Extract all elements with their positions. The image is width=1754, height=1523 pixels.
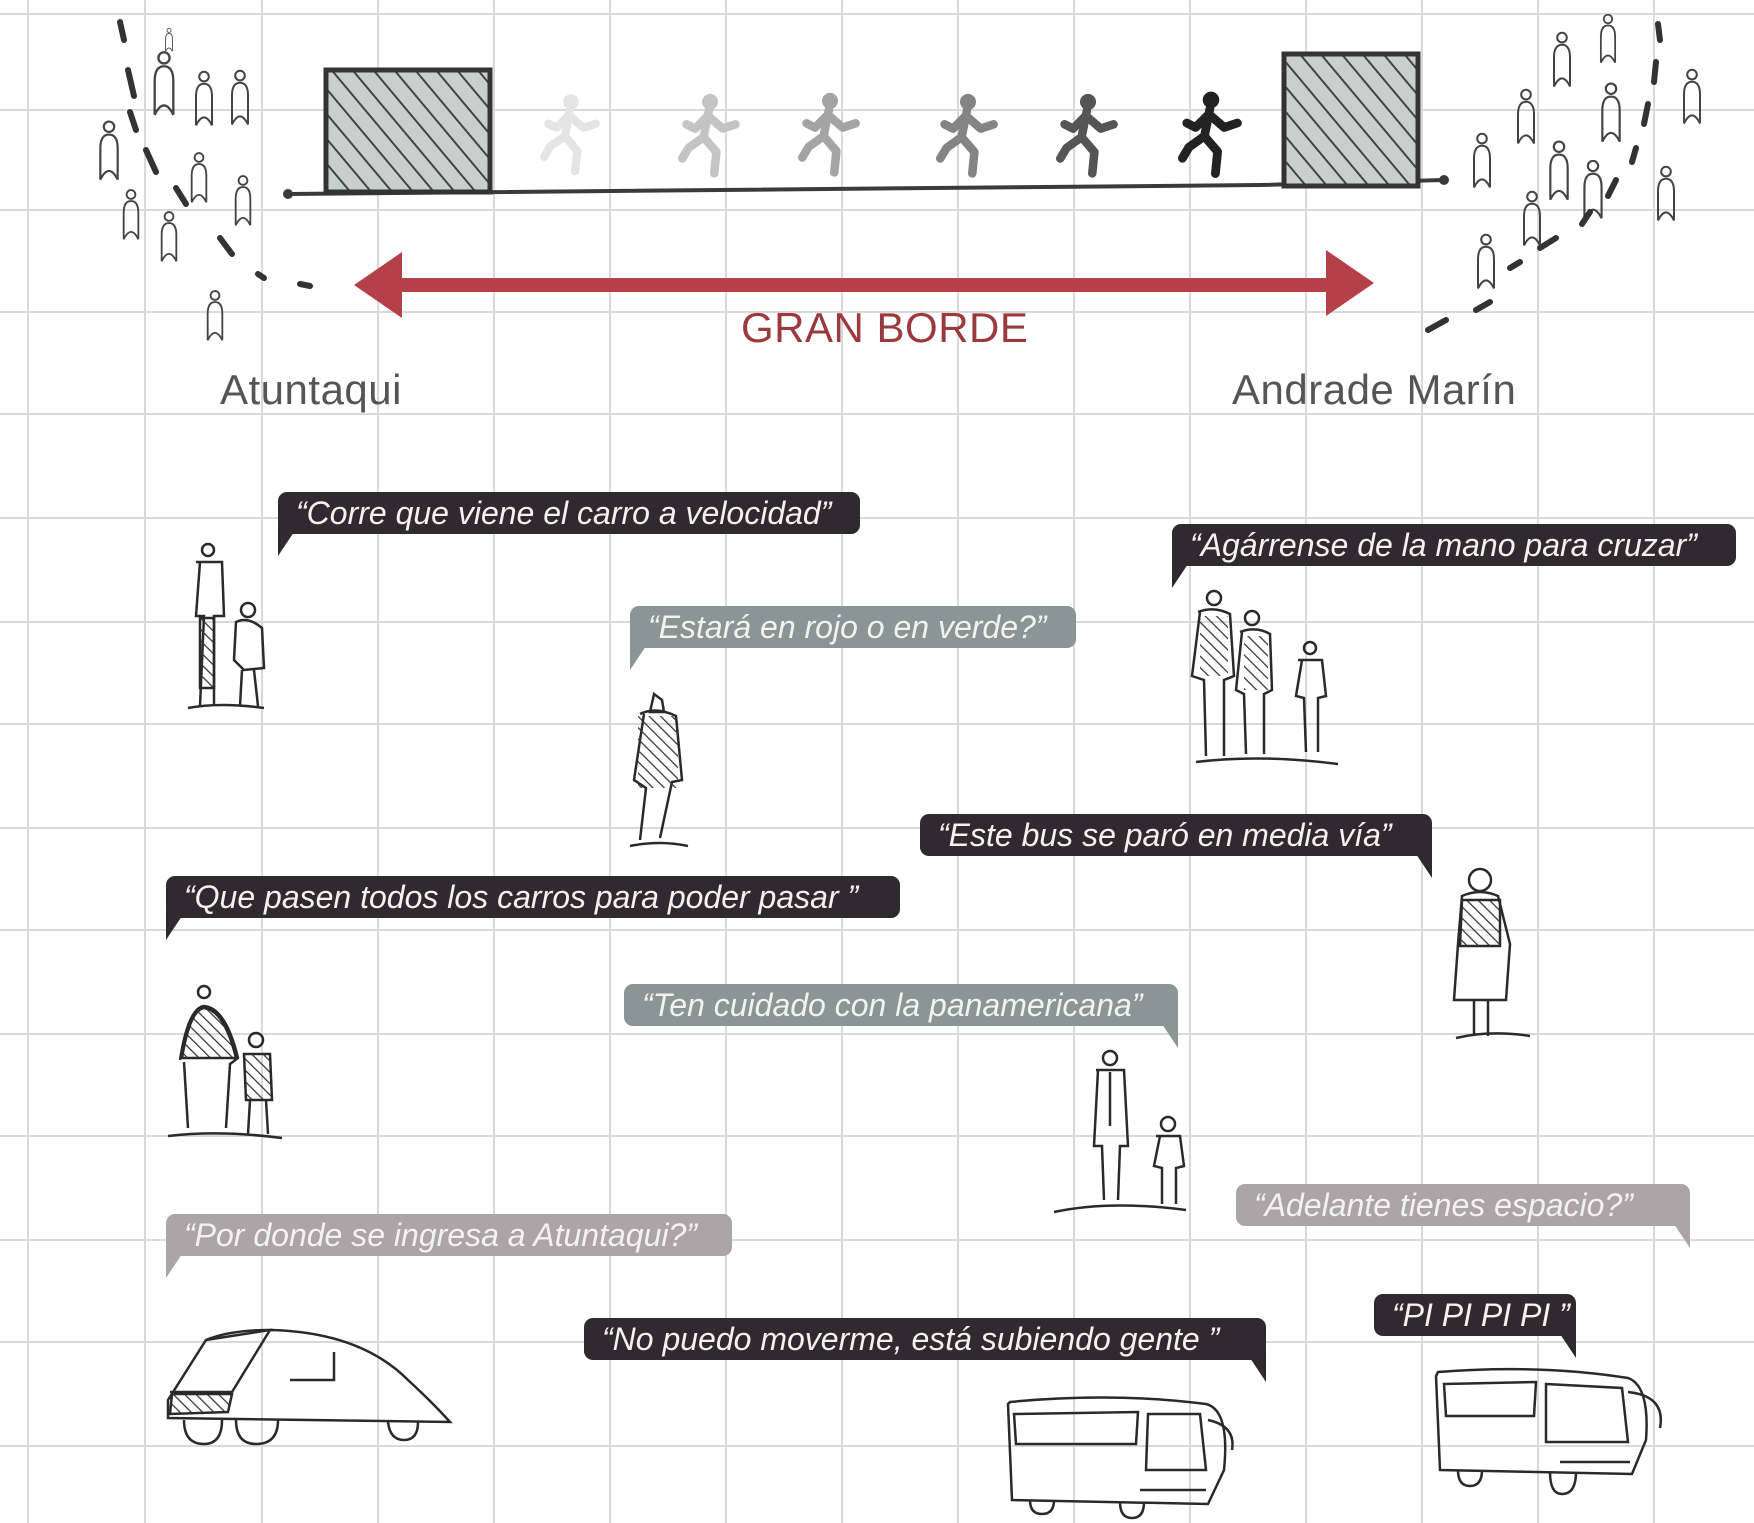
- quote-bubble-estara: “Estará en rojo o en verde?”: [630, 606, 1076, 670]
- bubble-tail: [278, 526, 298, 556]
- bus-1-icon: [1006, 1396, 1234, 1520]
- quote-bubble-pi-pi: “PI PI PI PI ”: [1374, 1294, 1576, 1358]
- quote-bubble-por-donde: “Por donde se ingresa a Atuntaqui?”: [166, 1214, 732, 1278]
- pedestrian-pair-2-icon: [167, 984, 283, 1140]
- double-arrow-icon: [354, 250, 1374, 318]
- running-person-sequence: [544, 92, 1237, 173]
- right-place-label: Andrade Marín: [1232, 366, 1517, 413]
- pedestrian-woman-icon: [1452, 867, 1531, 1040]
- quote-text: “Por donde se ingresa a Atuntaqui?”: [184, 1217, 697, 1253]
- quote-bubble-corre: “Corre que viene el carro a velocidad”: [278, 492, 860, 556]
- pedestrian-group-icon: [1190, 589, 1339, 766]
- quote-text: “Este bus se paró en media vía”: [938, 817, 1392, 853]
- bubble-tail: [1172, 558, 1192, 588]
- bus-2-icon: [1434, 1367, 1663, 1496]
- quote-text: “Ten cuidado con la panamericana”: [642, 987, 1143, 1023]
- bubble-tail: [1246, 1352, 1266, 1382]
- quote-bubble-bus: “Este bus se paró en media vía”: [920, 814, 1432, 878]
- pedestrian-man-child-icon: [1053, 1049, 1187, 1214]
- quote-bubble-que-pasen: “Que pasen todos los carros para poder p…: [166, 876, 900, 940]
- gran-borde-title: GRAN BORDE: [741, 304, 1029, 351]
- pedestrian-pair-1-icon: [187, 542, 266, 710]
- pedestrian-single-icon: [629, 691, 689, 848]
- quote-text: “Adelante tienes espacio?”: [1254, 1187, 1633, 1223]
- quote-bubble-no-puedo: “No puedo moverme, está subiendo gente ”: [584, 1318, 1266, 1382]
- quote-text: “Agárrense de la mano para cruzar”: [1190, 527, 1697, 563]
- bubble-tail: [1670, 1218, 1690, 1248]
- quote-bubble-agarrense: “Agárrense de la mano para cruzar”: [1172, 524, 1736, 588]
- bubble-tail: [630, 640, 650, 670]
- car-icon: [166, 1328, 453, 1446]
- left-building-icon: [323, 67, 493, 195]
- bubble-tail: [166, 1248, 186, 1278]
- bubble-tail: [166, 910, 186, 940]
- quote-bubble-adelante: “Adelante tienes espacio?”: [1236, 1184, 1690, 1248]
- right-building-icon: [1281, 51, 1421, 189]
- bubble-tail: [1412, 848, 1432, 878]
- bubble-tail: [1556, 1328, 1576, 1358]
- quote-text: “No puedo moverme, está subiendo gente ”: [602, 1321, 1220, 1357]
- quote-text: “Estará en rojo o en verde?”: [648, 609, 1047, 645]
- quote-text: “Que pasen todos los carros para poder p…: [184, 879, 859, 915]
- quote-text: “PI PI PI PI ”: [1392, 1297, 1570, 1333]
- left-crowd-icon: [98, 19, 313, 342]
- quote-text: “Corre que viene el carro a velocidad”: [296, 495, 832, 531]
- quote-bubble-ten-cuidado: “Ten cuidado con la panamericana”: [624, 984, 1178, 1048]
- right-crowd-icon: [1425, 14, 1702, 333]
- left-place-label: Atuntaqui: [220, 366, 402, 413]
- bubble-tail: [1158, 1018, 1178, 1048]
